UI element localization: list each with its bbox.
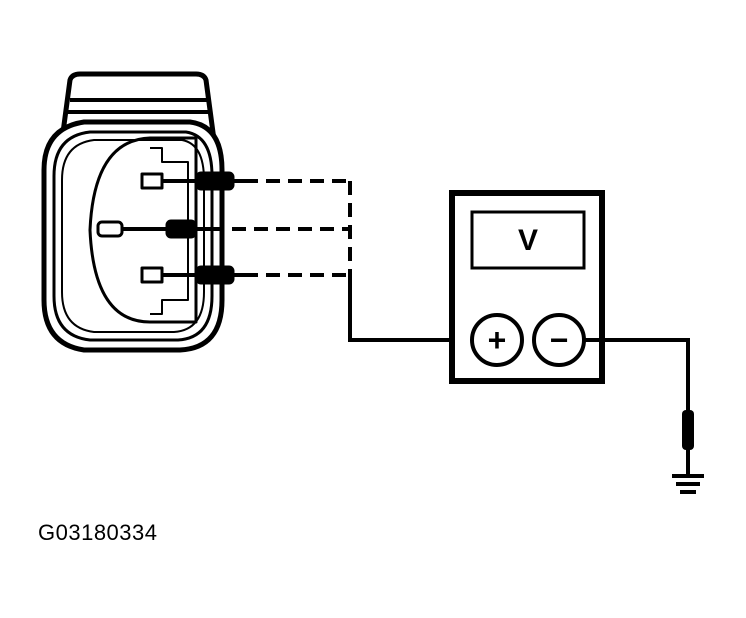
- pin-2: [96, 220, 124, 238]
- positive-terminal-label: +: [488, 322, 507, 358]
- probe-1: [195, 171, 235, 191]
- dashed-leads: [210, 179, 352, 277]
- positive-lead: [348, 275, 472, 342]
- ground-probe: [682, 410, 694, 450]
- pin-3: [140, 266, 164, 284]
- back-probes: [165, 171, 244, 285]
- multimeter: V + −: [449, 190, 605, 384]
- connector-cavity: [88, 136, 198, 324]
- connector: [41, 71, 225, 353]
- pin-leads: [122, 179, 200, 277]
- meter-display: [470, 210, 586, 270]
- probe-3: [195, 265, 235, 285]
- ground-icon: [672, 474, 704, 494]
- positive-terminal: [470, 313, 524, 367]
- meter-display-symbol: V: [518, 224, 538, 257]
- pin-1: [140, 172, 164, 190]
- negative-terminal-label: −: [550, 322, 569, 358]
- figure-id: G03180334: [38, 520, 158, 545]
- negative-lead: [584, 338, 690, 412]
- probe-2: [165, 219, 197, 239]
